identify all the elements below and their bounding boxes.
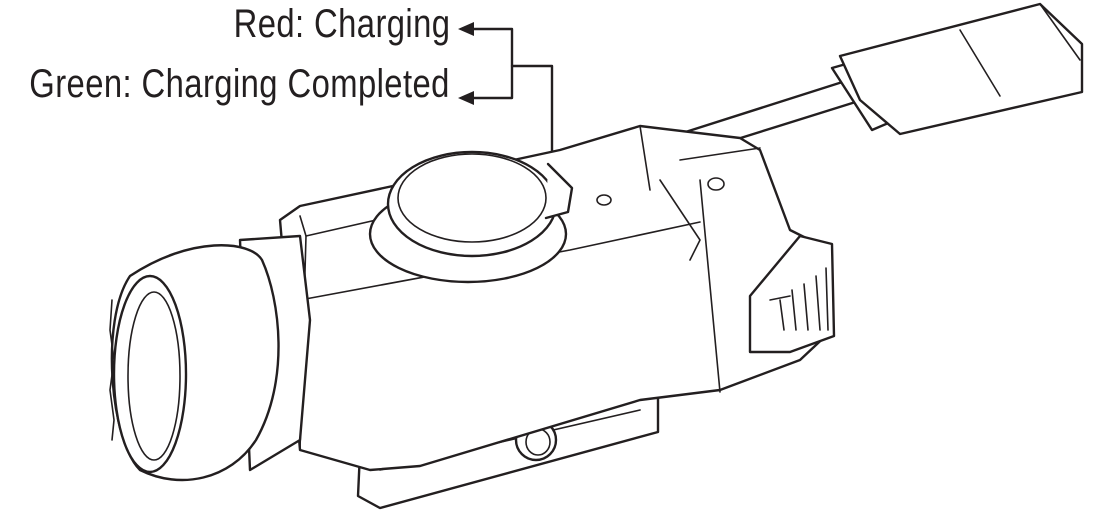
arrow-green-icon xyxy=(458,91,474,105)
charging-port-cap xyxy=(368,150,574,284)
rear-switch xyxy=(748,234,836,354)
flashlight-head xyxy=(109,234,312,482)
charging-completed-label: Green: Charging Completed xyxy=(29,62,450,106)
callout-leader xyxy=(458,22,554,162)
arrow-red-icon xyxy=(458,22,474,36)
charging-status-label: Red: Charging xyxy=(233,2,450,46)
